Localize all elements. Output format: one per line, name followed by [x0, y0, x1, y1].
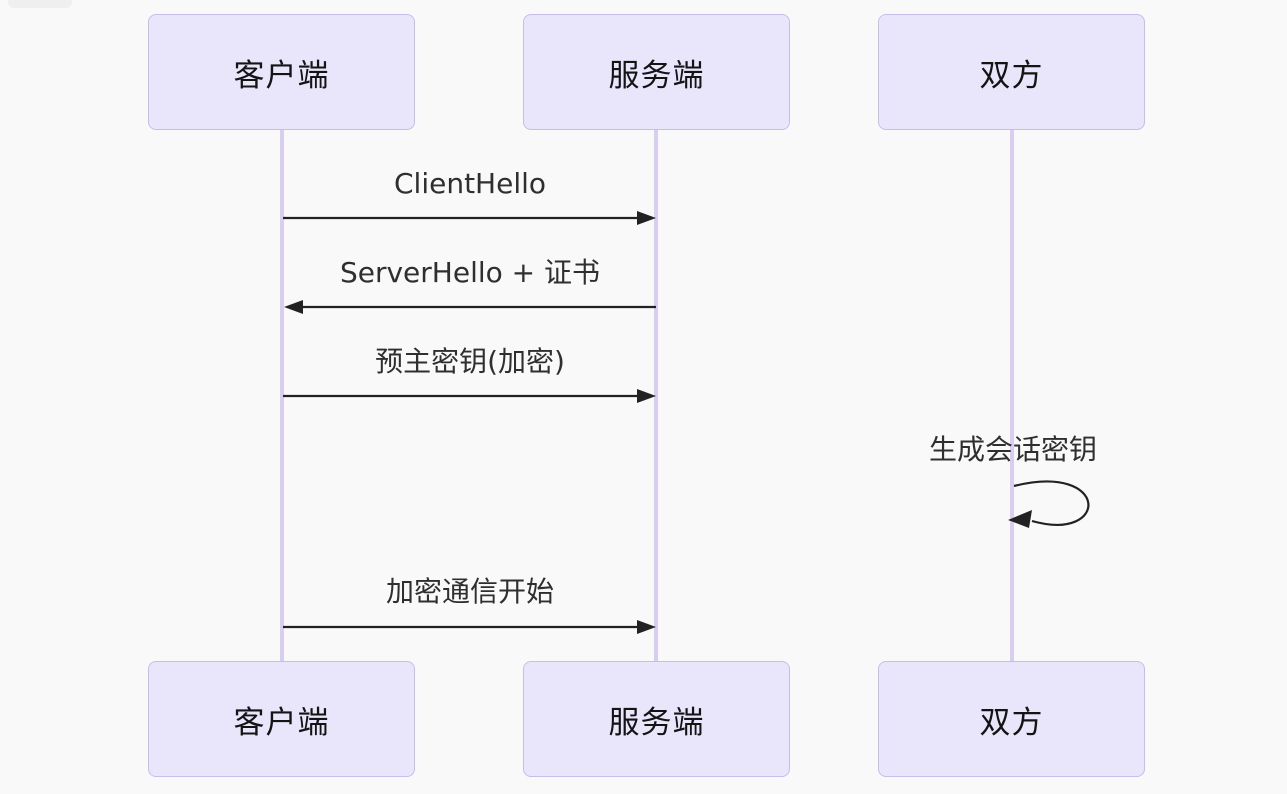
actor-box-client-top: 客户端	[148, 14, 415, 130]
message-1-label: ClientHello	[393, 167, 547, 200]
lifeline-server	[654, 130, 658, 661]
message-2-label: ServerHello + 证书	[339, 256, 601, 289]
actor-label-server-top: 服务端	[608, 57, 705, 94]
actor-label-client-top: 客户端	[233, 57, 330, 94]
actor-label-server-bottom: 服务端	[608, 704, 705, 741]
message-4-label: 生成会话密钥	[928, 433, 1097, 466]
message-3-arrow	[283, 389, 656, 403]
actor-box-client-bottom: 客户端	[148, 661, 415, 777]
actor-box-server-bottom: 服务端	[523, 661, 790, 777]
message-2-arrow	[284, 300, 656, 314]
lifeline-both	[1010, 130, 1014, 661]
actor-label-both-bottom: 双方	[979, 704, 1044, 741]
message-1-arrow	[283, 211, 656, 225]
actor-label-both-top: 双方	[979, 57, 1044, 94]
message-3-label: 预主密钥(加密)	[375, 345, 565, 378]
actor-box-both-top: 双方	[878, 14, 1145, 130]
actor-label-client-bottom: 客户端	[233, 704, 330, 741]
window-artifact	[8, 0, 72, 8]
lifeline-client	[280, 130, 284, 661]
message-4-self-loop-arrow	[1008, 480, 1090, 528]
message-5-label: 加密通信开始	[385, 575, 554, 608]
actor-box-server-top: 服务端	[523, 14, 790, 130]
message-5-arrow	[283, 620, 656, 634]
actor-box-both-bottom: 双方	[878, 661, 1145, 777]
